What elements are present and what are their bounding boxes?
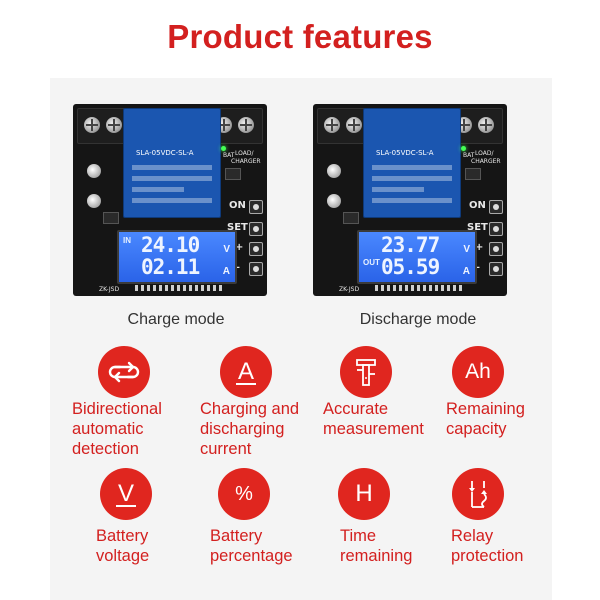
lcd-mode-tag: IN — [123, 236, 131, 245]
silk-charger-label: CHARGER — [231, 158, 261, 165]
silk-set-label: SET — [467, 222, 488, 233]
screw-icon — [238, 117, 254, 133]
header-pins — [135, 285, 225, 291]
status-led — [461, 146, 466, 151]
silk-load-label: LOAD/ — [475, 150, 494, 157]
screw-icon — [478, 117, 494, 133]
silk-minus-label: – — [475, 262, 480, 273]
silk-charger-label: CHARGER — [471, 158, 501, 165]
lcd-current: 05.59 — [381, 255, 440, 279]
voltage-v-icon: V — [100, 468, 152, 520]
page-title: Product features — [167, 18, 433, 55]
on-button — [489, 200, 503, 214]
terminal-block — [317, 108, 371, 144]
relay: SLA-05VDC-SL-A — [123, 108, 221, 218]
minus-button — [489, 262, 503, 276]
lcd-mode-tag: OUT — [363, 258, 380, 267]
header-pins — [375, 285, 465, 291]
lcd-current-unit: A — [462, 266, 470, 277]
time-h-glyph: H — [355, 480, 373, 507]
silk-load-label: LOAD/ — [235, 150, 254, 157]
percentage-glyph: % — [235, 483, 253, 505]
voltage-v-glyph: V — [117, 480, 134, 507]
time-h-icon: H — [338, 468, 390, 520]
silk-bat-label: BAT — [463, 152, 475, 159]
capacity-ah-glyph: Ah — [465, 360, 491, 383]
set-button — [489, 222, 503, 236]
relay-label: SLA-05VDC-SL-A — [136, 149, 194, 157]
silk-on-label: ON — [469, 200, 486, 211]
set-button — [249, 222, 263, 236]
on-button — [249, 200, 263, 214]
lcd-voltage-unit: V — [463, 244, 470, 255]
discharge-mode-board: SLA-05VDC-SL-A LOAD/ CHARGER BAT ON SET … — [313, 104, 507, 296]
silk-on-label: ON — [229, 200, 246, 211]
silk-model-label: ZK-JSD — [339, 286, 360, 293]
lcd-current-unit: A — [222, 266, 230, 277]
percentage-icon: % — [218, 468, 270, 520]
lcd-voltage-unit: V — [223, 244, 230, 255]
silk-bat-label: BAT — [223, 152, 235, 159]
charge-mode-board: SLA-05VDC-SL-A LOAD/ CHARGER BAT ON SET … — [73, 104, 267, 296]
silk-set-label: SET — [227, 222, 248, 233]
status-led — [221, 146, 226, 151]
lcd-display: OUT 23.77 V 05.59 A — [357, 230, 477, 284]
bidirectional-arrows-icon — [98, 346, 150, 398]
relay: SLA-05VDC-SL-A — [363, 108, 461, 218]
capacitor — [327, 194, 341, 208]
minus-button — [249, 262, 263, 276]
lcd-display: IN 24.10 V 02.11 A — [117, 230, 237, 284]
capacity-ah-icon: Ah — [452, 346, 504, 398]
measurement-caliper-icon — [340, 346, 392, 398]
lcd-voltage: 24.10 — [141, 233, 200, 257]
charge-mode-caption: Charge mode — [127, 311, 225, 328]
chip — [225, 168, 241, 180]
silk-model-label: ZK-JSD — [99, 286, 120, 293]
chip — [103, 212, 119, 224]
screw-icon — [106, 117, 122, 133]
screw-icon — [324, 117, 340, 133]
capacitor — [327, 164, 341, 178]
lcd-voltage: 23.77 — [381, 233, 440, 257]
chip — [343, 212, 359, 224]
capacitor — [87, 164, 101, 178]
current-a-glyph: A — [237, 358, 254, 385]
silk-plus-label: + — [235, 242, 244, 253]
discharge-mode-caption: Discharge mode — [359, 311, 477, 328]
plus-button — [249, 242, 263, 256]
relay-switch-icon — [452, 468, 504, 520]
screw-icon — [346, 117, 362, 133]
current-a-icon: A — [220, 346, 272, 398]
relay-label: SLA-05VDC-SL-A — [376, 149, 434, 157]
terminal-block — [77, 108, 131, 144]
silk-minus-label: – — [235, 262, 240, 273]
chip — [465, 168, 481, 180]
lcd-current: 02.11 — [141, 255, 200, 279]
silk-plus-label: + — [475, 242, 484, 253]
capacitor — [87, 194, 101, 208]
screw-icon — [84, 117, 100, 133]
plus-button — [489, 242, 503, 256]
